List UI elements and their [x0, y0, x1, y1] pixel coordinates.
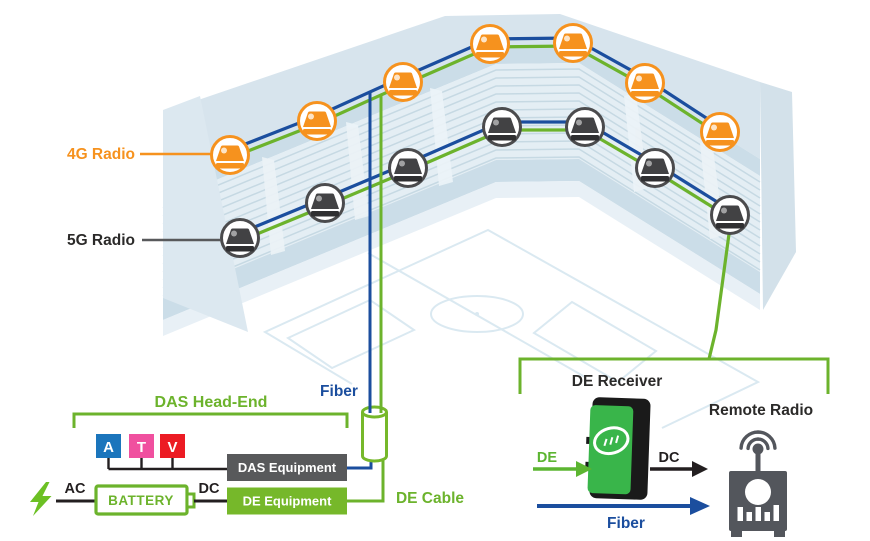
module-v-label: V — [167, 439, 177, 456]
radio-4g — [553, 23, 593, 63]
das-head-end-title: DAS Head-End — [155, 394, 268, 411]
fiber-riser-label: Fiber — [320, 383, 358, 400]
module-v-box — [160, 434, 185, 458]
das-equipment-label: DAS Equipment — [238, 460, 337, 475]
das-head-end-bracket — [72, 412, 349, 428]
battery-label: BATTERY — [108, 493, 174, 508]
de-receiver-device — [585, 397, 651, 500]
radio-4g — [470, 24, 510, 64]
radio-4g — [700, 112, 740, 152]
remote-radio-title: Remote Radio — [709, 402, 813, 419]
legend: 4G Radio 5G Radio — [67, 146, 221, 249]
de-arrow-head — [576, 461, 592, 477]
fiber-arrow-head — [690, 497, 710, 515]
stadium-seating — [163, 63, 760, 298]
lightning-bolt-icon — [30, 482, 52, 516]
dc-label: DC — [199, 481, 220, 497]
stadium-apron — [163, 181, 760, 336]
battery-terminal — [185, 492, 196, 509]
stadium-upper-walkway — [163, 46, 760, 202]
legend-4g-label: 4G Radio — [67, 146, 135, 163]
radio-5g — [482, 107, 522, 147]
seat-rows — [162, 68, 761, 297]
de-receiver-title: DE Receiver — [572, 373, 662, 390]
fiber-arrow-label: Fiber — [607, 515, 645, 532]
stadium-rim — [163, 14, 760, 185]
de-equipment-label: DE Equipment — [243, 494, 333, 509]
radio-5g — [305, 183, 345, 223]
radio-4g — [383, 62, 423, 102]
remote-radio-icon — [729, 430, 787, 537]
de-cable-label: DE Cable — [396, 490, 464, 507]
module-a-box — [96, 434, 121, 458]
receiver-assembly: DE Receiver DE DC Fiber Remote Radio — [518, 357, 830, 537]
radio-4g — [210, 135, 250, 175]
legend-5g-label: 5G Radio — [67, 232, 135, 249]
module-t-box — [129, 434, 154, 458]
radio-4g — [625, 63, 665, 103]
das-head-end: DAS Head-End A T V DAS Equipment DE Equi… — [30, 394, 349, 516]
dc-arrow-label: DC — [659, 450, 680, 466]
pitch-lines — [262, 228, 761, 429]
radio-5g — [388, 148, 428, 188]
module-bus-lines — [107, 458, 227, 471]
stadium-bowl — [162, 14, 796, 429]
das-equipment-box — [227, 454, 347, 481]
radio-5g — [635, 148, 675, 188]
ac-label: AC — [65, 481, 86, 497]
receiver-bracket — [518, 357, 830, 394]
fiber-connector — [347, 461, 373, 470]
dc-arrow-head — [692, 461, 708, 477]
radio-5g — [220, 218, 260, 258]
module-a-label: A — [103, 439, 114, 456]
de-arrow-label: DE — [537, 450, 557, 466]
module-t-label: T — [137, 439, 146, 456]
riser-conduit — [361, 405, 388, 463]
cable-to-receiver — [707, 233, 731, 360]
de-cable-connector — [347, 460, 385, 503]
radio-5g — [565, 107, 605, 147]
stadium-right-endwall — [760, 82, 796, 310]
device-logo — [593, 426, 630, 456]
stadium-inner-wall — [163, 159, 760, 320]
radio-4g — [297, 101, 337, 141]
de-equipment-box — [227, 487, 347, 515]
radio-5g — [710, 195, 750, 235]
